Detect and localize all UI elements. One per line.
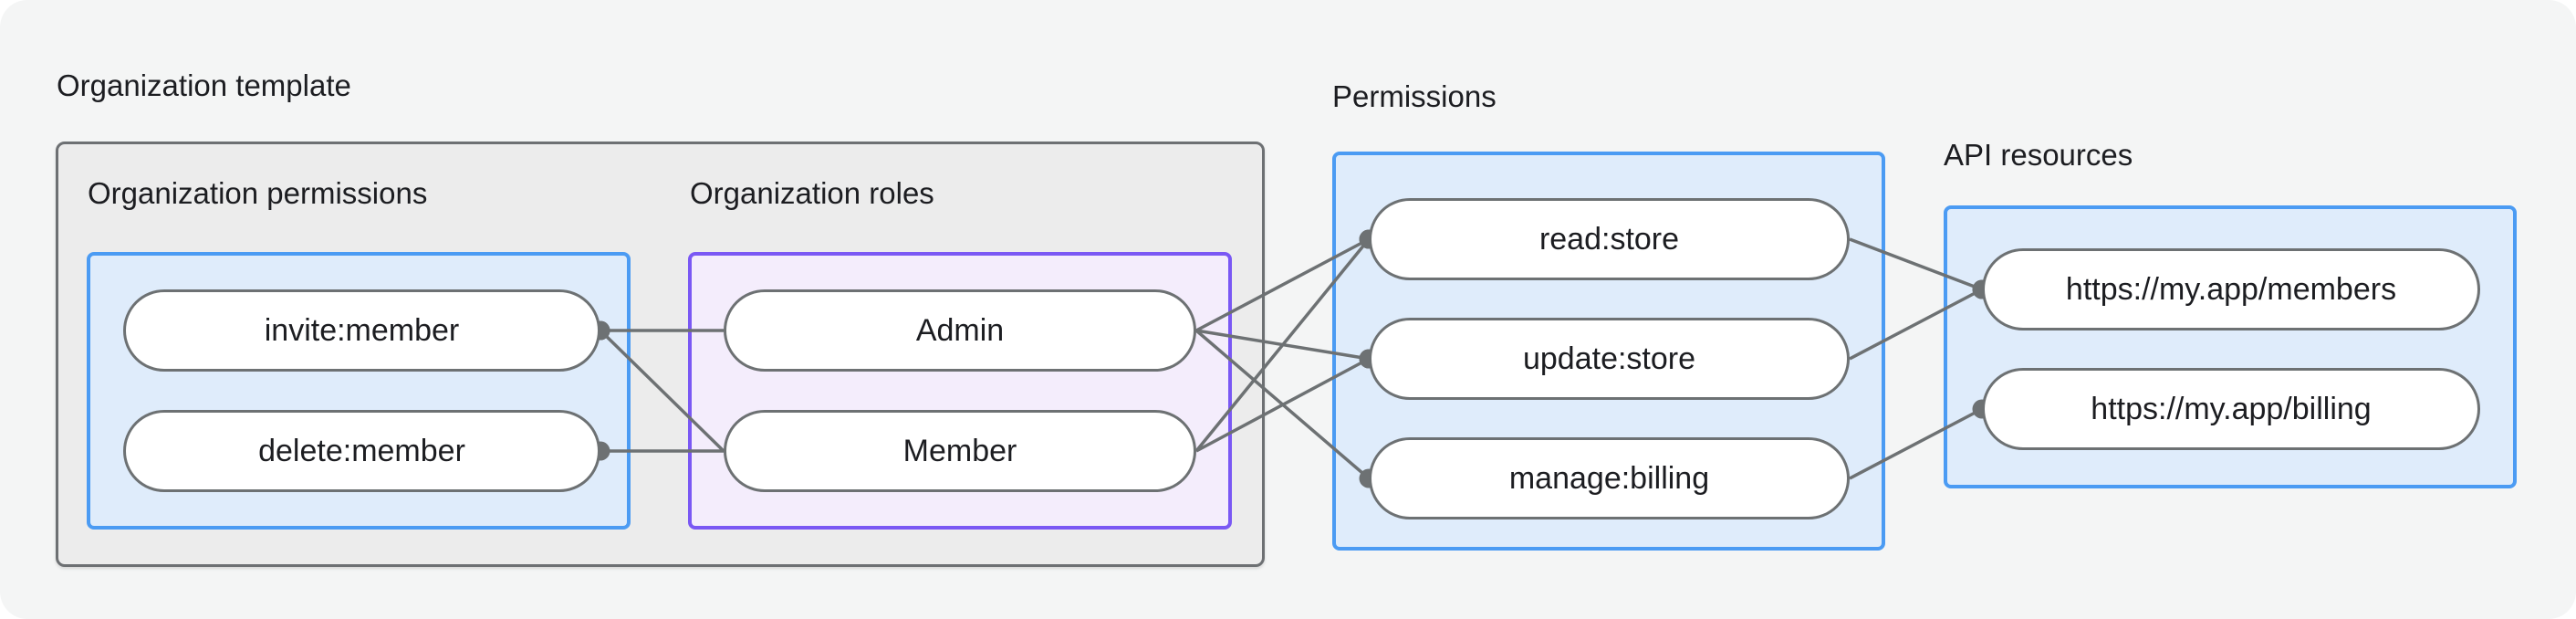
node-delete-member: delete:member — [123, 410, 600, 492]
title-organization-template: Organization template — [57, 68, 351, 102]
label-organization-permissions: Organization permissions — [88, 176, 428, 210]
node-invite-member: invite:member — [123, 289, 600, 372]
title-api-resources: API resources — [1944, 138, 2133, 172]
node-api-billing: https://my.app/billing — [1982, 368, 2480, 450]
title-permissions: Permissions — [1332, 79, 1497, 113]
node-member: Member — [724, 410, 1196, 492]
node-admin: Admin — [724, 289, 1196, 372]
node-manage-billing: manage:billing — [1369, 437, 1850, 519]
node-api-members: https://my.app/members — [1982, 248, 2480, 330]
node-read-store: read:store — [1369, 198, 1850, 280]
label-organization-roles: Organization roles — [690, 176, 934, 210]
node-update-store: update:store — [1369, 318, 1850, 400]
